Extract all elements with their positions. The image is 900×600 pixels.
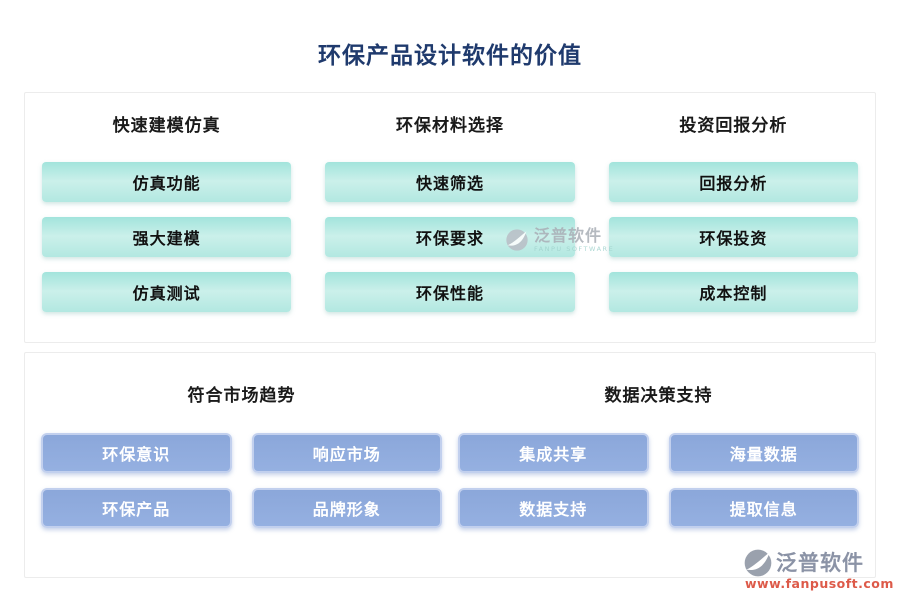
section-header: 符合市场趋势 (187, 386, 296, 406)
section-button-grid: 环保意识 响应市场 环保产品 品牌形象 (41, 433, 442, 528)
watermark-footer-row: 泛普软件 (743, 548, 895, 578)
benefit-button-env-products[interactable]: 环保产品 (41, 488, 232, 528)
watermark-brand-text: 泛普软件 (534, 226, 603, 245)
benefit-button-brand-image[interactable]: 品牌形象 (251, 488, 442, 528)
section-data-decision: 数据决策支持 集成共享 海量数据 数据支持 提取信息 (458, 381, 859, 577)
column-modeling-simulation: 快速建模仿真 仿真功能 强大建模 仿真测试 (25, 111, 308, 342)
column-header: 环保材料选择 (395, 116, 504, 136)
benefit-button-env-awareness[interactable]: 环保意识 (41, 433, 232, 473)
top-panel: 快速建模仿真 仿真功能 强大建模 仿真测试 环保材料选择 快速筛选 环保要求 环… (24, 92, 876, 343)
fanpu-logo-icon (743, 548, 773, 578)
feature-button-env-requirements[interactable]: 环保要求 (325, 217, 575, 257)
benefit-button-integrated-sharing[interactable]: 集成共享 (458, 433, 649, 473)
feature-button-return-analysis[interactable]: 回报分析 (608, 162, 858, 202)
watermark-center: 泛普软件 FANPU SOFTWARE (505, 227, 614, 253)
section-market-trends: 符合市场趋势 环保意识 响应市场 环保产品 品牌形象 (41, 381, 442, 577)
bottom-panel: 符合市场趋势 环保意识 响应市场 环保产品 品牌形象 数据决策支持 集成共享 海… (24, 352, 876, 578)
section-header: 数据决策支持 (604, 386, 713, 406)
column-roi-analysis: 投资回报分析 回报分析 环保投资 成本控制 (592, 111, 875, 342)
fanpu-logo-icon (505, 228, 529, 252)
column-material-selection: 环保材料选择 快速筛选 环保要求 环保性能 (308, 111, 591, 342)
top-panel-grid: 快速建模仿真 仿真功能 强大建模 仿真测试 环保材料选择 快速筛选 环保要求 环… (25, 93, 875, 342)
section-button-grid: 集成共享 海量数据 数据支持 提取信息 (458, 433, 859, 528)
column-header: 投资回报分析 (679, 116, 788, 136)
watermark-subtitle-text: FANPU SOFTWARE (534, 244, 615, 253)
watermark-brand-text: 泛普软件 (776, 550, 864, 575)
benefit-button-market-response[interactable]: 响应市场 (251, 433, 442, 473)
feature-button-env-investment[interactable]: 环保投资 (608, 217, 858, 257)
feature-button-powerful-modeling[interactable]: 强大建模 (42, 217, 292, 257)
bottom-panel-grid: 符合市场趋势 环保意识 响应市场 环保产品 品牌形象 数据决策支持 集成共享 海… (25, 353, 875, 577)
watermark-text-block: 泛普软件 FANPU SOFTWARE (534, 227, 614, 253)
feature-button-simulation-function[interactable]: 仿真功能 (42, 162, 292, 202)
benefit-button-extract-info[interactable]: 提取信息 (668, 488, 859, 528)
feature-button-env-performance[interactable]: 环保性能 (325, 272, 575, 312)
benefit-button-massive-data[interactable]: 海量数据 (668, 433, 859, 473)
watermark-footer: 泛普软件 www.fanpusoft.com (743, 548, 895, 591)
feature-button-simulation-test[interactable]: 仿真测试 (42, 272, 292, 312)
watermark-url-text: www.fanpusoft.com (745, 576, 894, 591)
feature-button-fast-screening[interactable]: 快速筛选 (325, 162, 575, 202)
column-header: 快速建模仿真 (112, 116, 221, 136)
feature-button-cost-control[interactable]: 成本控制 (608, 272, 858, 312)
page-title: 环保产品设计软件的价值 (318, 43, 582, 69)
benefit-button-data-support[interactable]: 数据支持 (458, 488, 649, 528)
